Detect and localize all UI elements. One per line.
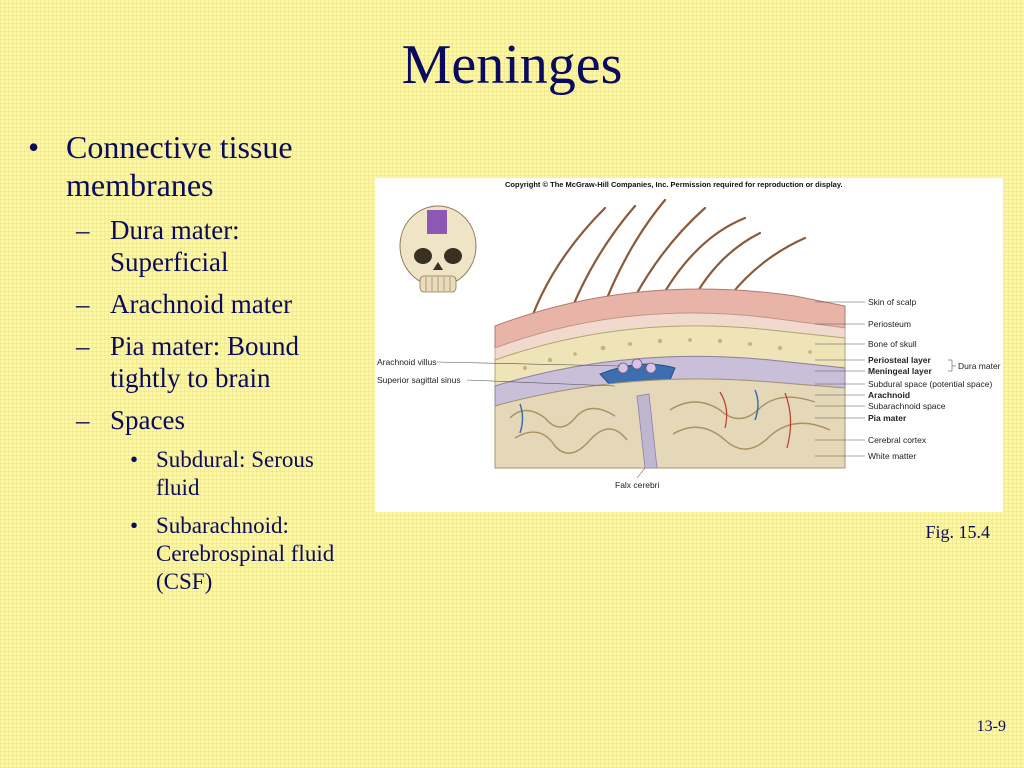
dash-mark: – <box>76 289 90 319</box>
blue-vessels <box>519 389 759 434</box>
figure-labels-left <box>436 361 646 479</box>
copyright-notice: Copyright © The McGraw-Hill Companies, I… <box>505 180 843 189</box>
slide-title: Meninges <box>401 34 623 96</box>
label-arachnoid-villus: Arachnoid villus <box>377 357 437 367</box>
label-arachnoid: Arachnoid <box>868 390 910 400</box>
label-pia-mater: Pia mater <box>868 413 907 423</box>
label-bone-of-skull: Bone of skull <box>868 339 917 349</box>
label-cerebral-cortex: Cerebral cortex <box>868 435 927 445</box>
bullet-text: Subarachnoid: Cerebrospinal fluid (CSF) <box>156 513 335 594</box>
skull-icon <box>399 205 477 293</box>
label-skin-of-scalp: Skin of scalp <box>868 297 916 307</box>
label-periosteum: Periosteum <box>868 319 911 329</box>
bone-pores <box>523 338 812 370</box>
meninges-illustration: Copyright © The McGraw-Hill Companies, I… <box>377 180 1001 490</box>
bullet-arachnoid-mater: – Arachnoid mater <box>28 288 358 320</box>
figure-labels-right <box>815 301 956 457</box>
figure-caption: Fig. 15.4 <box>925 522 990 542</box>
label-dura-mater: Dura mater <box>958 361 1001 371</box>
blood-vessels <box>719 391 792 449</box>
bullet-text: Connective tissue membranes <box>66 129 293 203</box>
bullet-text: Dura mater: Superficial <box>110 215 240 277</box>
dash-mark: – <box>76 405 90 435</box>
label-superior-sagittal-sinus: Superior sagittal sinus <box>377 375 461 385</box>
bullet-text: Spaces <box>110 405 185 435</box>
dash-mark: – <box>76 215 90 245</box>
bullet-text: Subdural: Serous fluid <box>156 447 314 500</box>
bullet-mark: • <box>130 447 139 472</box>
page-number: 13-9 <box>976 718 1006 735</box>
dash-mark: – <box>76 331 90 361</box>
bullet-subdural: • Subdural: Serous fluid <box>28 446 358 502</box>
falx-cerebri <box>636 393 658 469</box>
label-subdural-space: Subdural space (potential space) <box>868 379 992 389</box>
meninges-figure: Copyright © The McGraw-Hill Companies, I… <box>375 178 1003 512</box>
label-falx-cerebri: Falx cerebri <box>615 480 660 490</box>
bullet-subarachnoid: • Subarachnoid: Cerebrospinal fluid (CSF… <box>28 512 358 596</box>
bullet-connective-tissue: • Connective tissue membranes <box>28 128 358 204</box>
arachnoid-villi <box>617 358 657 374</box>
bullet-text: Pia mater: Bound tightly to brain <box>110 331 299 393</box>
bullet-list: • Connective tissue membranes – Dura mat… <box>28 128 358 596</box>
bullet-text: Arachnoid mater <box>110 289 293 319</box>
label-meningeal-layer: Meningeal layer <box>868 366 932 376</box>
bullet-mark: • <box>28 129 40 165</box>
label-white-matter: White matter <box>868 451 916 461</box>
bullet-spaces: – Spaces <box>28 404 358 436</box>
label-subarachnoid-space: Subarachnoid space <box>868 401 946 411</box>
bullet-dura-mater: – Dura mater: Superficial <box>28 214 358 278</box>
bullet-pia-mater: – Pia mater: Bound tightly to brain <box>28 330 358 394</box>
cerebral-gyri <box>509 396 831 454</box>
bullet-mark: • <box>130 513 139 538</box>
label-periosteal-layer: Periosteal layer <box>868 355 932 365</box>
